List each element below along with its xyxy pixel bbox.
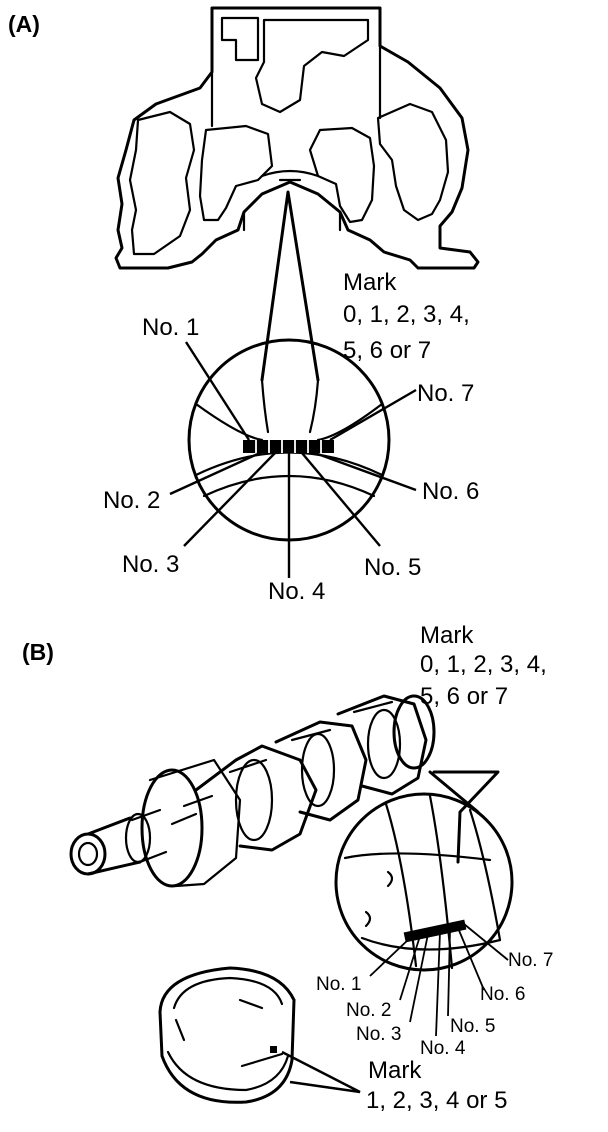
panel-a-mark-values-line1: 0, 1, 2, 3, 4, [343, 301, 470, 328]
panel-b-label-no6: No. 6 [480, 984, 525, 1005]
cylinder-block-drawing [114, 6, 480, 270]
panel-a-leader-lines [169, 341, 417, 578]
panel-a-label-no4: No. 4 [268, 578, 325, 605]
crankshaft-drawing [69, 694, 436, 888]
panel-a-label-no1: No. 1 [142, 314, 199, 341]
panel-b-label-no2: No. 2 [346, 1000, 391, 1021]
bearing-shell-drawing [158, 966, 296, 1104]
bearing-mark-leader [281, 1050, 361, 1094]
panel-b-mark-values-line2: 5, 6 or 7 [420, 683, 508, 710]
crank-mark-zoom-callout [334, 770, 514, 972]
panel-b-label-no1: No. 1 [316, 974, 361, 995]
panel-a-tag: (A) [8, 11, 40, 37]
panel-b-label-no4: No. 4 [420, 1038, 466, 1059]
panel-b-label-no7: No. 7 [508, 950, 553, 971]
panel-a-mark-values-line2: 5, 6 or 7 [343, 337, 431, 364]
bearing-mark-values: 1, 2, 3, 4 or 5 [366, 1087, 507, 1114]
panel-b-label-no3: No. 3 [356, 1024, 401, 1045]
panel-b-tag: (B) [22, 639, 54, 665]
panel-a-label-no2: No. 2 [103, 487, 160, 514]
panel-b: (B) Mark 0, 1, 2, 3, 4, 5, 6 or 7 [22, 622, 553, 1114]
panel-b-label-no5: No. 5 [450, 1016, 495, 1037]
panel-b-mark-title: Mark [420, 622, 474, 649]
panel-b-leader-lines [369, 923, 509, 1037]
panel-a-label-no7: No. 7 [417, 380, 474, 407]
panel-b-mark-values-line1: 0, 1, 2, 3, 4, [420, 651, 547, 678]
panel-a-label-no6: No. 6 [422, 478, 479, 505]
panel-a-mark-title: Mark [343, 269, 397, 296]
panel-a-label-no5: No. 5 [364, 554, 421, 581]
panel-a-label-no3: No. 3 [122, 551, 179, 578]
panel-a: (A) Mark 0, 1, [8, 6, 480, 605]
bearing-mark-title: Mark [368, 1057, 422, 1084]
